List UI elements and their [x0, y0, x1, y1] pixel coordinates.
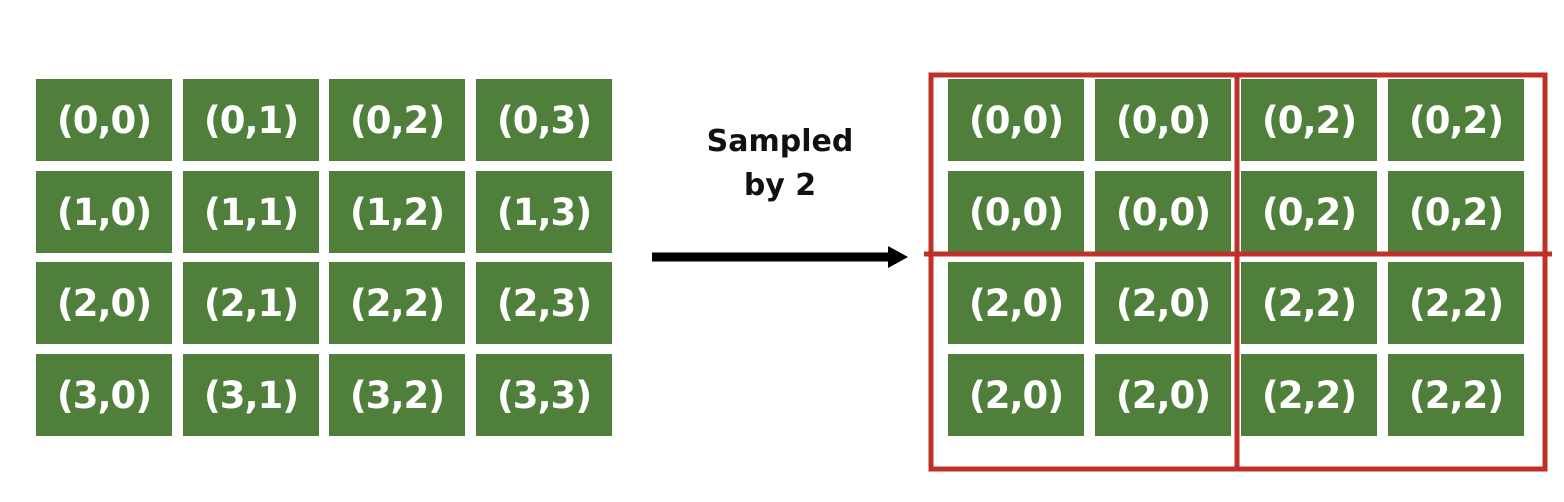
input-cell-r1-c3: (1,3)	[476, 171, 612, 253]
output-grid: (0,0)(0,0)(0,2)(0,2)(0,0)(0,0)(0,2)(0,2)…	[948, 79, 1524, 436]
right-arrow-icon	[652, 246, 908, 268]
output-cell-r2-c1: (2,0)	[1095, 262, 1231, 344]
input-cell-r2-c3: (2,3)	[476, 262, 612, 344]
output-cell-r1-c3: (0,2)	[1388, 171, 1524, 253]
arrow-label: Sampled by 2	[690, 120, 870, 208]
input-cell-r0-c3: (0,3)	[476, 79, 612, 161]
output-cell-r1-c0: (0,0)	[948, 171, 1084, 253]
output-cell-r3-c0: (2,0)	[948, 354, 1084, 436]
input-cell-r0-c0: (0,0)	[36, 79, 172, 161]
output-cell-r0-c0: (0,0)	[948, 79, 1084, 161]
output-cell-r2-c0: (2,0)	[948, 262, 1084, 344]
output-cell-r2-c2: (2,2)	[1241, 262, 1377, 344]
output-cell-r3-c2: (2,2)	[1241, 354, 1377, 436]
arrow-label-line2: by 2	[743, 168, 817, 203]
arrow-label-line1: Sampled	[706, 124, 854, 159]
input-cell-r3-c1: (3,1)	[183, 354, 319, 436]
input-cell-r3-c0: (3,0)	[36, 354, 172, 436]
output-cell-r1-c2: (0,2)	[1241, 171, 1377, 253]
input-cell-r2-c0: (2,0)	[36, 262, 172, 344]
output-cell-r1-c1: (0,0)	[1095, 171, 1231, 253]
input-cell-r1-c1: (1,1)	[183, 171, 319, 253]
input-cell-r2-c2: (2,2)	[329, 262, 465, 344]
output-cell-r3-c1: (2,0)	[1095, 354, 1231, 436]
input-grid: (0,0)(0,1)(0,2)(0,3) (1,0)(1,1)(1,2)(1,3)…	[36, 79, 612, 436]
input-cell-r0-c1: (0,1)	[183, 79, 319, 161]
output-cell-r0-c1: (0,0)	[1095, 79, 1231, 161]
output-cell-r0-c2: (0,2)	[1241, 79, 1377, 161]
input-cell-r1-c2: (1,2)	[329, 171, 465, 253]
arrow-head	[888, 246, 908, 268]
input-cell-r3-c3: (3,3)	[476, 354, 612, 436]
input-cell-r3-c2: (3,2)	[329, 354, 465, 436]
output-cell-r0-c3: (0,2)	[1388, 79, 1524, 161]
output-cell-r3-c3: (2,2)	[1388, 354, 1524, 436]
input-cell-r1-c0: (1,0)	[36, 171, 172, 253]
input-cell-r2-c1: (2,1)	[183, 262, 319, 344]
output-cell-r2-c3: (2,2)	[1388, 262, 1524, 344]
input-cell-r0-c2: (0,2)	[329, 79, 465, 161]
